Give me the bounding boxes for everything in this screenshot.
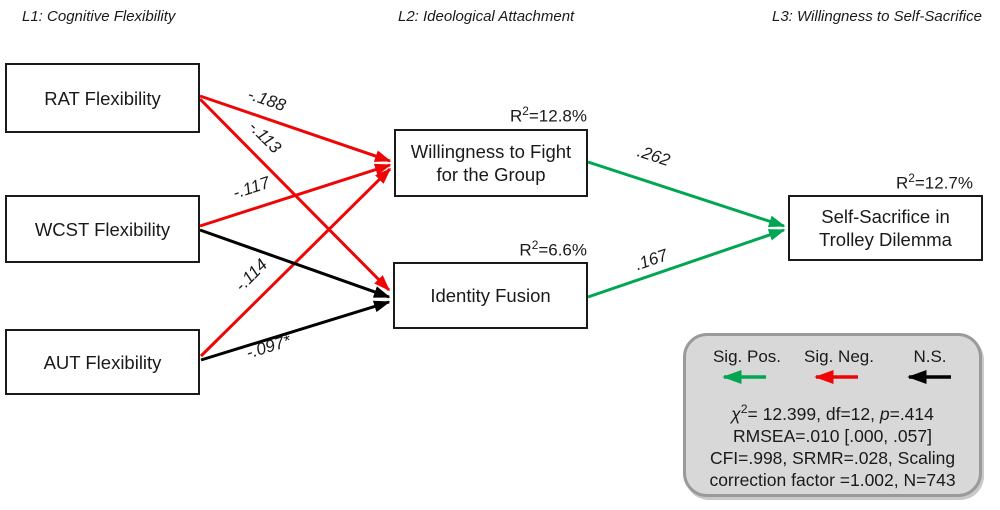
arrow-rat-to-fusion [198,97,391,292]
p-symbol: p [879,403,890,424]
arrow-wcst-to-fusion [199,228,391,299]
node-self-sacrifice: Self-Sacrifice in Trolley Dilemma [788,195,983,261]
node-wcst-flexibility: WCST Flexibility [5,195,200,263]
node-rat-flexibility: RAT Flexibility [5,63,200,133]
coefficient-fusion-sacrifice: .167 [632,245,670,274]
node-willingness-line1: Willingness to Fight [410,141,572,162]
arrow-aut-to-fusion [200,300,391,362]
chi-symbol: χ [731,403,741,424]
coefficient-wcst-fight: -.117 [231,173,273,203]
node-self-sacrifice-line2: Trolley Dilemma [819,229,952,250]
chi-superscript: 2 [740,402,748,416]
node-willingness-to-fight: Willingness to Fight for the Group [394,129,588,197]
r-squared-fight: R2=12.8% [509,104,587,126]
coefficient-aut-fight: -.114 [231,255,271,295]
level3-header: L3: Willingness to Self-Sacrifice [772,8,982,25]
chi-value: = 12.399, df=12, [747,403,880,424]
r-squared-sacrifice: R2=12.7% [895,171,973,193]
level1-header: L1: Cognitive Flexibility [22,8,176,25]
fit-stat-line-correction: correction factor =1.002, N=743 [709,469,956,490]
level2-header: L2: Ideological Attachment [398,8,575,25]
arrow-wcst-to-fight [199,163,392,228]
arrow-fight-to-sacrifice [587,160,786,228]
r-squared-fusion: R2=6.6% [519,238,587,260]
legend-sig-pos-label: Sig. Pos. [712,347,782,366]
node-willingness-line2: for the Group [436,164,546,185]
legend-sig-neg-label: Sig. Neg. [804,347,874,366]
node-aut-flexibility: AUT Flexibility [5,329,200,395]
coefficient-aut-fusion: -.097* [244,331,294,363]
coefficient-rat-fight: -.188 [245,85,288,116]
model-fit-statistics: χ2= 12.399, df=12, p=.414 RMSEA=.010 [.0… [686,398,979,491]
arrow-rat-to-fight [199,94,392,163]
node-self-sacrifice-line1: Self-Sacrifice in [821,206,950,227]
node-identity-fusion: Identity Fusion [393,262,588,329]
coefficient-fight-sacrifice: .262 [635,142,673,170]
p-value: =.414 [889,403,934,424]
legend-panel: Sig. Pos. Sig. Neg. N.S. χ2= 12.399, df=… [683,333,982,497]
legend-ns-label: N.S. [913,347,947,366]
fit-stat-line-cfi: CFI=.998, SRMR=.028, Scaling [709,447,956,468]
coefficient-rat-fusion: -.113 [245,117,285,157]
arrow-fusion-to-sacrifice [587,228,786,299]
fit-stat-line-chi: χ2= 12.399, df=12, p=.414 [686,398,979,425]
fit-stat-line-rmsea: RMSEA=.010 [.000, .057] [733,425,932,446]
arrow-aut-to-fight [199,167,392,358]
